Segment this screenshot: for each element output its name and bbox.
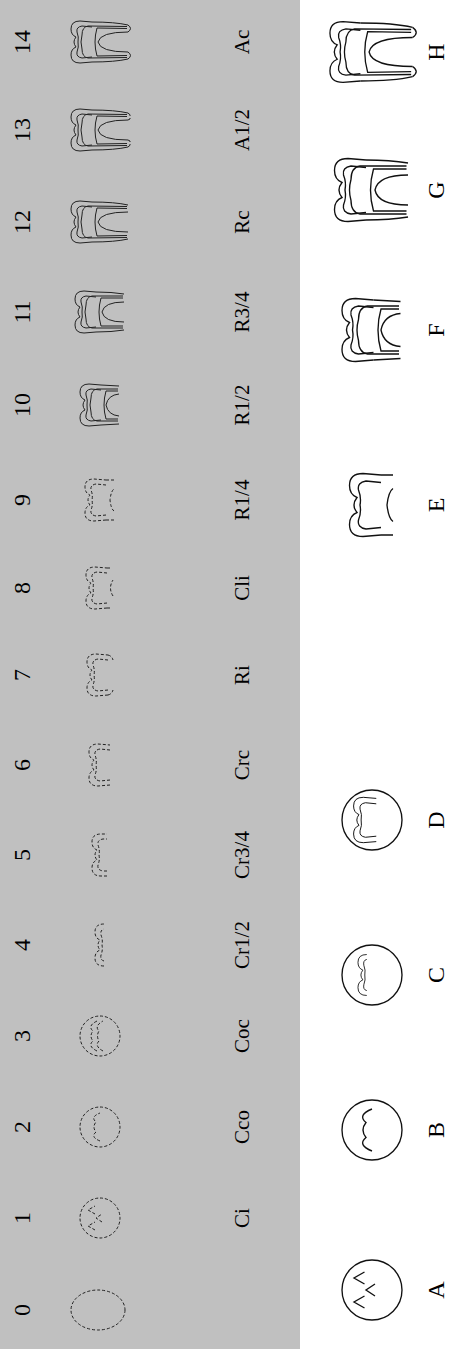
stage-sketch xyxy=(71,1290,125,1330)
tooth-letter: D xyxy=(424,811,448,828)
stage-sketch xyxy=(71,109,130,151)
stage-sketch xyxy=(80,384,119,426)
tooth-letter: E xyxy=(424,498,448,513)
stage-number: 11 xyxy=(10,300,34,323)
stage-sketches xyxy=(71,21,131,426)
grey-panel xyxy=(0,0,300,1349)
stage-sketch xyxy=(86,567,113,609)
stage-code: R1/4 xyxy=(232,480,253,521)
stage-sketch xyxy=(95,924,104,966)
tooth-letter: G xyxy=(424,181,448,198)
stage-number: 7 xyxy=(10,669,34,681)
stage-code: R3/4 xyxy=(232,292,253,333)
stage-number: 14 xyxy=(10,30,34,54)
tooth-drawing xyxy=(330,22,416,83)
tooth-drawing xyxy=(342,299,401,362)
tooth-drawing xyxy=(350,474,394,537)
stage-code: R1/2 xyxy=(232,385,253,426)
stage-number: 8 xyxy=(10,582,34,594)
stage-code: Ac xyxy=(232,30,253,55)
tooth-letter: C xyxy=(424,967,448,983)
stage-sketch xyxy=(80,1107,120,1147)
stage-number: 9 xyxy=(10,494,34,506)
stage-code: Ci xyxy=(232,1208,253,1228)
stage-number: 10 xyxy=(10,393,34,417)
stage-number: 1 xyxy=(10,1212,34,1224)
tooth-drawing xyxy=(342,1100,402,1160)
tooth-letter: H xyxy=(424,43,448,60)
tooth-drawing xyxy=(342,945,402,1005)
tooth-letter: B xyxy=(424,1122,448,1138)
stage-sketch xyxy=(71,201,128,243)
stage-code: Coc xyxy=(232,1019,253,1053)
stage-number: 4 xyxy=(10,939,34,951)
stage-number: 2 xyxy=(10,1121,34,1133)
stage-number: 3 xyxy=(10,1030,34,1042)
tooth-drawing xyxy=(342,790,402,850)
stage-number: 12 xyxy=(10,210,34,234)
stage-code: A1/2 xyxy=(232,109,253,151)
stage-code: Rc xyxy=(232,210,253,233)
stage-sketch xyxy=(75,291,124,333)
stage-sketch xyxy=(71,21,131,63)
stage-sketch xyxy=(80,1016,120,1056)
stage-code: Cli xyxy=(232,575,253,601)
stage-code: Ri xyxy=(232,665,253,685)
stage-sketch xyxy=(92,834,107,876)
stage-sketch xyxy=(80,1198,120,1238)
tooth-drawing xyxy=(335,159,409,222)
tooth-drawings xyxy=(330,22,416,1320)
tooth-drawing xyxy=(342,1260,402,1320)
stage-number: 0 xyxy=(10,1304,34,1316)
stage-code: Cr3/4 xyxy=(232,831,253,879)
tooth-letter: F xyxy=(424,323,448,336)
stage-sketch xyxy=(85,479,114,521)
stage-sketches xyxy=(71,479,125,1330)
stage-sketch xyxy=(87,654,113,696)
stage-code: Cco xyxy=(232,1110,253,1144)
stage-sketch xyxy=(89,744,110,786)
stage-code: Crc xyxy=(232,750,253,780)
tooth-letter: A xyxy=(424,1281,448,1298)
stage-number: 5 xyxy=(10,849,34,861)
stage-number: 13 xyxy=(10,118,34,142)
stage-code: Cr1/2 xyxy=(232,921,253,969)
stage-number: 6 xyxy=(10,759,34,771)
